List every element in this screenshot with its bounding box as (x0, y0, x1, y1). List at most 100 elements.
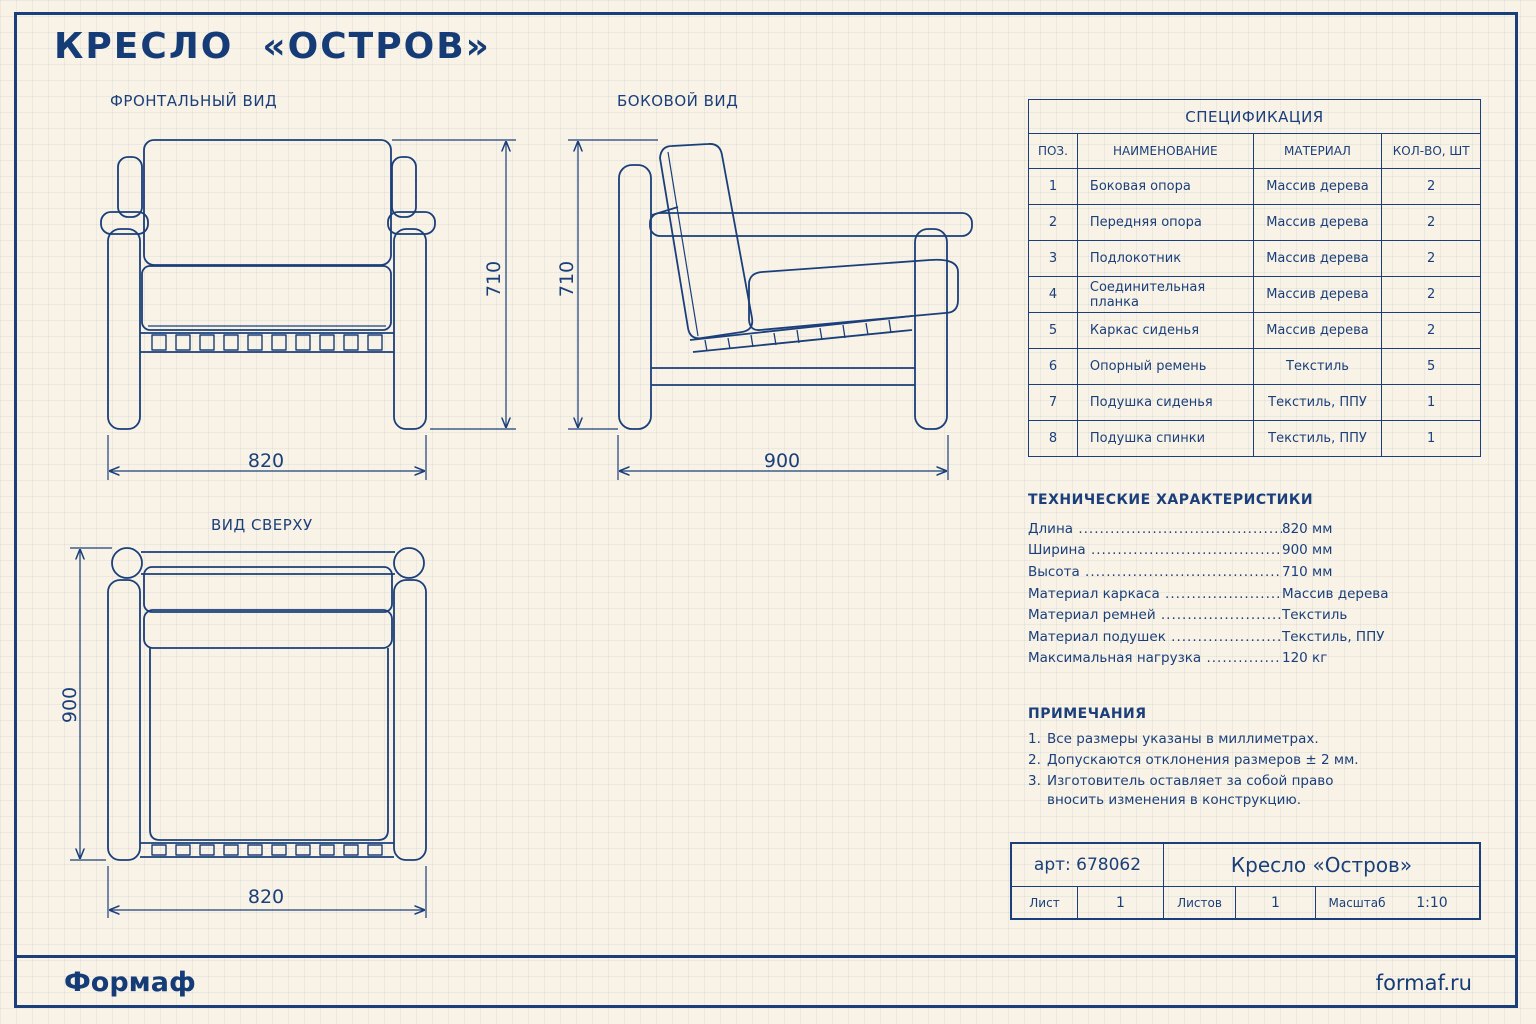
drawing-title: КРЕСЛО «ОСТРОВ» (54, 26, 491, 67)
side-view-label: БОКОВОЙ ВИД (617, 92, 739, 110)
tech-heading: ТЕХНИЧЕСКИЕ ХАРАКТЕРИСТИКИ (1028, 492, 1314, 508)
note-number: 1. (1028, 731, 1041, 747)
front-height-dim: 710 (483, 261, 505, 297)
stamp-sheets-label: Листов (1164, 887, 1236, 918)
list-item: Длина820 мм (1028, 518, 1448, 540)
table-row: 1 Боковая опора Массив дерева 2 (1028, 168, 1481, 205)
spec-cell: 3 (1028, 240, 1078, 277)
title-block: арт: 678062 Кресло «Остров» Лист 1 Листо… (1010, 842, 1481, 920)
tech-value: Массив дерева (1282, 585, 1389, 602)
top-view (70, 547, 427, 918)
list-item: Материал ремнейТекстиль (1028, 604, 1448, 626)
spec-table: СПЕЦИФИКАЦИЯ ПОЗ. НАИМЕНОВАНИЕ МАТЕРИАЛ … (1028, 99, 1481, 457)
table-row: 8 Подушка спинки Текстиль, ППУ 1 (1028, 420, 1481, 457)
note-number: 3. (1028, 773, 1041, 789)
website-link[interactable]: formaf.ru (1375, 971, 1472, 995)
spec-cell: Боковая опора (1076, 168, 1254, 205)
table-row: 4 Соединительная планка Массив дерева 2 (1028, 276, 1481, 313)
tech-label: Материал ремней (1028, 607, 1282, 623)
spec-cell: Массив дерева (1252, 240, 1383, 277)
list-item: 3. Изготовитель оставляет за собой право … (1028, 772, 1388, 810)
spec-cell: Подушка сиденья (1076, 384, 1254, 421)
stamp-article: арт: 678062 (1012, 844, 1164, 887)
tech-value: 820 мм (1282, 520, 1333, 537)
spec-header-material: МАТЕРИАЛ (1252, 133, 1383, 169)
tech-value: Текстиль (1282, 607, 1348, 624)
top-view-label: ВИД СВЕРХУ (211, 516, 313, 534)
note-number: 2. (1028, 752, 1041, 768)
table-row: 7 Подушка сиденья Текстиль, ППУ 1 (1028, 384, 1481, 421)
tech-value: 120 кг (1282, 650, 1328, 667)
list-item: 2. Допускаются отклонения размеров ± 2 мм… (1028, 751, 1388, 770)
tech-label: Высота (1028, 564, 1282, 580)
spec-cell: Передняя опора (1076, 204, 1254, 241)
list-item: Максимальная нагрузка120 кг (1028, 648, 1448, 670)
spec-cell: Массив дерева (1252, 312, 1383, 349)
spec-header-row: ПОЗ. НАИМЕНОВАНИЕ МАТЕРИАЛ КОЛ-ВО, ШТ (1028, 133, 1481, 169)
tech-list: Длина820 мм Ширина900 мм Высота710 мм Ма… (1028, 518, 1448, 669)
spec-cell: 2 (1028, 204, 1078, 241)
spec-cell: Соединительная планка (1076, 276, 1254, 313)
spec-header-pos: ПОЗ. (1028, 133, 1078, 169)
table-row: 3 Подлокотник Массив дерева 2 (1028, 240, 1481, 277)
spec-header-qty: КОЛ-ВО, ШТ (1381, 133, 1481, 169)
tech-label: Материал подушек (1028, 629, 1282, 645)
brand-logo: Формаф (64, 967, 196, 998)
spec-cell: 1 (1028, 168, 1078, 205)
spec-cell: 1 (1381, 420, 1481, 457)
tech-value: 710 мм (1282, 563, 1333, 580)
stamp-sheet-label: Лист (1012, 887, 1078, 918)
side-height-dim: 710 (556, 261, 578, 297)
spec-cell: Текстиль, ППУ (1252, 420, 1383, 457)
spec-cell: 5 (1381, 348, 1481, 385)
table-row: 5 Каркас сиденья Массив дерева 2 (1028, 312, 1481, 349)
front-width-dim: 820 (248, 450, 284, 472)
spec-cell: Подушка спинки (1076, 420, 1254, 457)
sheet-frame (14, 12, 1518, 1008)
list-item: Ширина900 мм (1028, 540, 1448, 562)
table-row: 2 Передняя опора Массив дерева 2 (1028, 204, 1481, 241)
stamp-sheet-value: 1 (1078, 887, 1164, 918)
list-item: Материал каркасаМассив дерева (1028, 583, 1448, 605)
note-text: Изготовитель оставляет за собой право вн… (1047, 773, 1334, 808)
spec-cell: Массив дерева (1252, 204, 1383, 241)
top-width-dim: 820 (248, 886, 284, 908)
spec-header-name: НАИМЕНОВАНИЕ (1076, 133, 1254, 169)
top-depth-dim: 900 (59, 687, 81, 723)
tech-label: Материал каркаса (1028, 586, 1282, 602)
spec-cell: 7 (1028, 384, 1078, 421)
spec-caption: СПЕЦИФИКАЦИЯ (1028, 99, 1481, 134)
stamp-scale-value: 1:10 (1416, 894, 1448, 911)
spec-cell: Подлокотник (1076, 240, 1254, 277)
spec-cell: 2 (1381, 276, 1481, 313)
note-text: Допускаются отклонения размеров ± 2 мм. (1047, 752, 1359, 768)
list-item: Материал подушекТекстиль, ППУ (1028, 626, 1448, 648)
note-text: Все размеры указаны в миллиметрах. (1047, 731, 1319, 747)
stamp-scale-label: Масштаб (1328, 895, 1386, 910)
notes-list: 1. Все размеры указаны в миллиметрах. 2. Д… (1028, 730, 1388, 812)
spec-cell: Массив дерева (1252, 276, 1383, 313)
spec-cell: 6 (1028, 348, 1078, 385)
list-item: 1. Все размеры указаны в миллиметрах. (1028, 730, 1388, 749)
spec-cell: 5 (1028, 312, 1078, 349)
side-depth-dim: 900 (764, 450, 800, 472)
spec-cell: Текстиль, ППУ (1252, 384, 1383, 421)
spec-cell: 1 (1381, 384, 1481, 421)
spec-cell: 2 (1381, 240, 1481, 277)
spec-cell: 2 (1381, 204, 1481, 241)
spec-cell: 2 (1381, 168, 1481, 205)
front-view (100, 139, 516, 480)
spec-cell: Текстиль (1252, 348, 1383, 385)
list-item: Высота710 мм (1028, 561, 1448, 583)
side-view (568, 139, 973, 480)
spec-cell: Опорный ремень (1076, 348, 1254, 385)
stamp-product-name: Кресло «Остров» (1164, 844, 1479, 887)
table-row: 6 Опорный ремень Текстиль 5 (1028, 348, 1481, 385)
tech-label: Ширина (1028, 542, 1282, 558)
tech-label: Максимальная нагрузка (1028, 650, 1282, 666)
spec-cell: 8 (1028, 420, 1078, 457)
spec-cell: 4 (1028, 276, 1078, 313)
stamp-sheets-value: 1 (1236, 887, 1316, 918)
spec-cell: Массив дерева (1252, 168, 1383, 205)
notes-heading: ПРИМЕЧАНИЯ (1028, 706, 1147, 722)
